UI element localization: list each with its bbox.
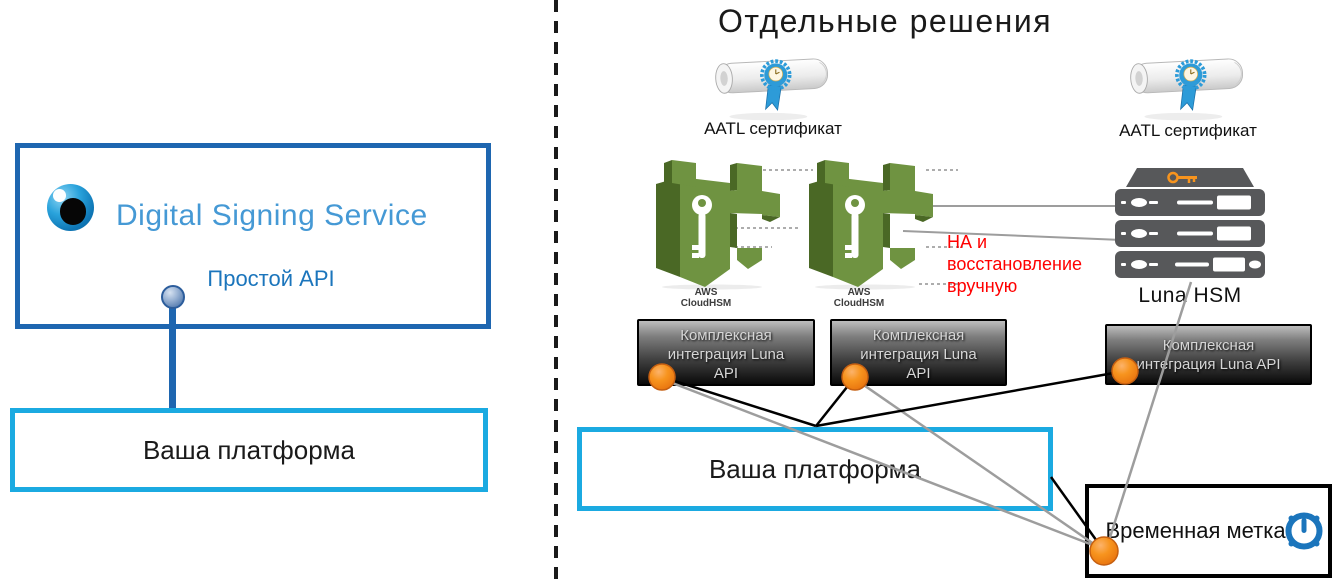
your-platform-box-left: Ваша платформа [10, 408, 488, 492]
platform-label: Ваша платформа [708, 453, 922, 484]
luna-integration-box: Комплексная интеграция Luna API [637, 319, 815, 386]
eye-pupil [59, 198, 87, 225]
digital-signing-service-box [15, 143, 491, 329]
key-icon [692, 195, 712, 258]
cloudhsm-label: AWS CloudHSM [833, 287, 885, 309]
your-platform-box-right: Ваша платформа [577, 427, 1053, 511]
aatl-cert-label: AATL сертификат [1119, 121, 1257, 140]
eye-logo-icon [47, 184, 94, 231]
connector-dot [161, 285, 185, 309]
timestamp-box: Временная метка [1085, 484, 1332, 578]
cloudhsm-fortress-icon [809, 160, 933, 290]
luna-integration-box: Комплексная интеграция Luna API [830, 319, 1007, 386]
key-icon [845, 195, 865, 258]
ha-warning-text: НА и восстановление вручную [947, 232, 1083, 296]
dashed-divider [554, 0, 558, 583]
clock-icon [1285, 512, 1323, 550]
eye-highlight [53, 189, 66, 202]
rack-unit [1115, 220, 1265, 247]
cloudhsm-label: AWS CloudHSM [680, 287, 732, 309]
cloudhsm-fortress-icon [656, 160, 780, 290]
luna-hsm-label: Luna HSM [1138, 284, 1242, 307]
right-panel-title: Отдельные решения [717, 3, 1053, 39]
timestamp-label: Временная метка [1105, 518, 1286, 543]
service-title: Digital Signing Service [116, 199, 428, 232]
orange-key-icon [1167, 171, 1197, 184]
simple-api-label: Простой API [207, 266, 335, 291]
certificate-scroll-icon [1130, 58, 1244, 121]
luna-hsm-rack-icon [1115, 168, 1265, 278]
platform-label: Ваша платформа [142, 434, 356, 465]
rack-unit [1115, 189, 1265, 216]
aatl-cert-label: AATL сертификат [704, 119, 842, 138]
rack-unit [1115, 251, 1265, 278]
certificate-scroll-icon [715, 58, 829, 121]
api-connector-line [169, 300, 176, 410]
luna-integration-box: Комплексная интеграция Luna API [1105, 324, 1312, 385]
